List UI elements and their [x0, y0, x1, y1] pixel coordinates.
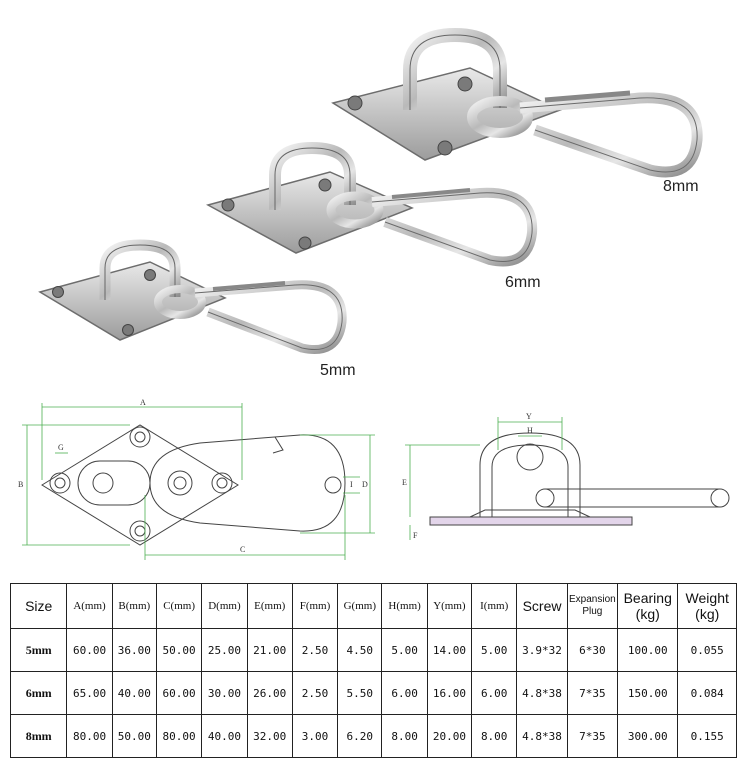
dimension-letters: A B C D G I Y H E F [18, 398, 533, 554]
cell-h: 8.00 [381, 714, 428, 758]
header-plug-line2: Plug [582, 606, 603, 617]
header-f: F(mm) [291, 583, 339, 629]
cell-bearing: 150.00 [617, 671, 679, 715]
hook-5mm-image [38, 239, 347, 354]
table-header: Size A(mm) B(mm) C(mm) D(mm) E(mm) F(mm)… [9, 583, 737, 629]
table-row: 6mm 65.00 40.00 60.00 30.00 26.00 2.50 5… [9, 671, 737, 715]
side-view-dimensions [405, 417, 563, 540]
header-y: Y(mm) [426, 583, 473, 629]
hook-product-illustration [38, 27, 703, 354]
table-row: 5mm 60.00 36.00 50.00 25.00 21.00 2.50 4… [9, 628, 737, 672]
cell-y: 16.00 [426, 671, 473, 715]
header-d: D(mm) [201, 583, 248, 629]
cell-e: 21.00 [246, 628, 293, 672]
cell-f: 3.00 [291, 714, 339, 758]
cell-i: 8.00 [471, 714, 518, 758]
dim-label-y: Y [526, 412, 532, 421]
cell-screw: 4.8*38 [516, 714, 568, 758]
cell-d: 30.00 [201, 671, 248, 715]
header-g: G(mm) [337, 583, 383, 629]
hook-8mm-image [331, 27, 703, 178]
cell-g: 6.20 [337, 714, 383, 758]
cell-bearing: 300.00 [617, 714, 679, 758]
dim-label-b: B [18, 480, 23, 489]
product-photo: 8mm 6mm 5mm [38, 27, 703, 379]
dim-label-g: G [58, 443, 64, 452]
cell-c: 80.00 [155, 714, 203, 758]
dim-label-a: A [140, 398, 146, 407]
cell-bearing: 100.00 [617, 628, 679, 672]
size-label-6mm: 6mm [505, 274, 541, 291]
header-weight: Weight (kg) [677, 583, 737, 629]
header-weight-line1: Weight [685, 590, 729, 606]
cell-h: 6.00 [381, 671, 428, 715]
table-body: 5mm 60.00 36.00 50.00 25.00 21.00 2.50 4… [9, 628, 737, 758]
header-c: C(mm) [155, 583, 203, 629]
cell-e: 26.00 [246, 671, 293, 715]
cell-weight: 0.055 [677, 628, 737, 672]
dim-label-d: D [362, 480, 368, 489]
header-bearing-line1: Bearing [623, 590, 672, 606]
dim-label-e: E [402, 478, 407, 487]
dim-label-i: I [350, 480, 353, 489]
cell-plug: 7*35 [566, 714, 619, 758]
cell-d: 40.00 [201, 714, 248, 758]
cell-f: 2.50 [291, 671, 339, 715]
header-e: E(mm) [246, 583, 293, 629]
cell-a: 65.00 [66, 671, 113, 715]
table-row: 8mm 80.00 50.00 80.00 40.00 32.00 3.00 6… [9, 714, 737, 758]
cell-plug: 7*35 [566, 671, 619, 715]
cell-d: 25.00 [201, 628, 248, 672]
dimension-drawing: A B C D G I Y H E F [18, 398, 730, 560]
cell-f: 2.50 [291, 628, 339, 672]
cell-a: 80.00 [66, 714, 113, 758]
cell-size: 8mm [9, 714, 68, 758]
cell-i: 5.00 [471, 628, 518, 672]
cell-b: 36.00 [111, 628, 157, 672]
cell-g: 5.50 [337, 671, 383, 715]
cell-plug: 6*30 [566, 628, 619, 672]
cell-e: 32.00 [246, 714, 293, 758]
cell-h: 5.00 [381, 628, 428, 672]
front-view-dimensions [22, 403, 375, 560]
dim-label-f: F [413, 531, 418, 540]
header-plug-line1: Expansion [569, 594, 616, 605]
cell-screw: 3.9*32 [516, 628, 568, 672]
cell-b: 40.00 [111, 671, 157, 715]
cell-g: 4.50 [337, 628, 383, 672]
cell-c: 50.00 [155, 628, 203, 672]
hook-6mm-image [206, 141, 538, 267]
cell-size: 5mm [9, 628, 68, 672]
cell-b: 50.00 [111, 714, 157, 758]
header-screw: Screw [516, 583, 568, 629]
cell-a: 60.00 [66, 628, 113, 672]
cell-screw: 4.8*38 [516, 671, 568, 715]
size-label-8mm: 8mm [663, 178, 699, 195]
cell-c: 60.00 [155, 671, 203, 715]
specification-table: Size A(mm) B(mm) C(mm) D(mm) E(mm) F(mm)… [9, 583, 737, 758]
side-view-drawing [429, 432, 730, 526]
front-view-drawing [41, 424, 346, 546]
cell-weight: 0.155 [677, 714, 737, 758]
cell-weight: 0.084 [677, 671, 737, 715]
header-h: H(mm) [381, 583, 428, 629]
header-b: B(mm) [111, 583, 157, 629]
header-a: A(mm) [66, 583, 113, 629]
technical-drawings: A B C D G I Y H E F [0, 395, 750, 575]
size-label-5mm: 5mm [320, 362, 356, 379]
dim-label-c: C [240, 545, 245, 554]
header-weight-line2: (kg) [695, 606, 720, 622]
header-expansion-plug: Expansion Plug [566, 583, 619, 629]
header-i: I(mm) [471, 583, 518, 629]
header-size: Size [9, 583, 68, 629]
dim-label-h: H [527, 426, 533, 435]
cell-i: 6.00 [471, 671, 518, 715]
header-bearing: Bearing (kg) [617, 583, 679, 629]
header-bearing-line2: (kg) [635, 606, 660, 622]
cell-y: 20.00 [426, 714, 473, 758]
cell-y: 14.00 [426, 628, 473, 672]
cell-size: 6mm [9, 671, 68, 715]
